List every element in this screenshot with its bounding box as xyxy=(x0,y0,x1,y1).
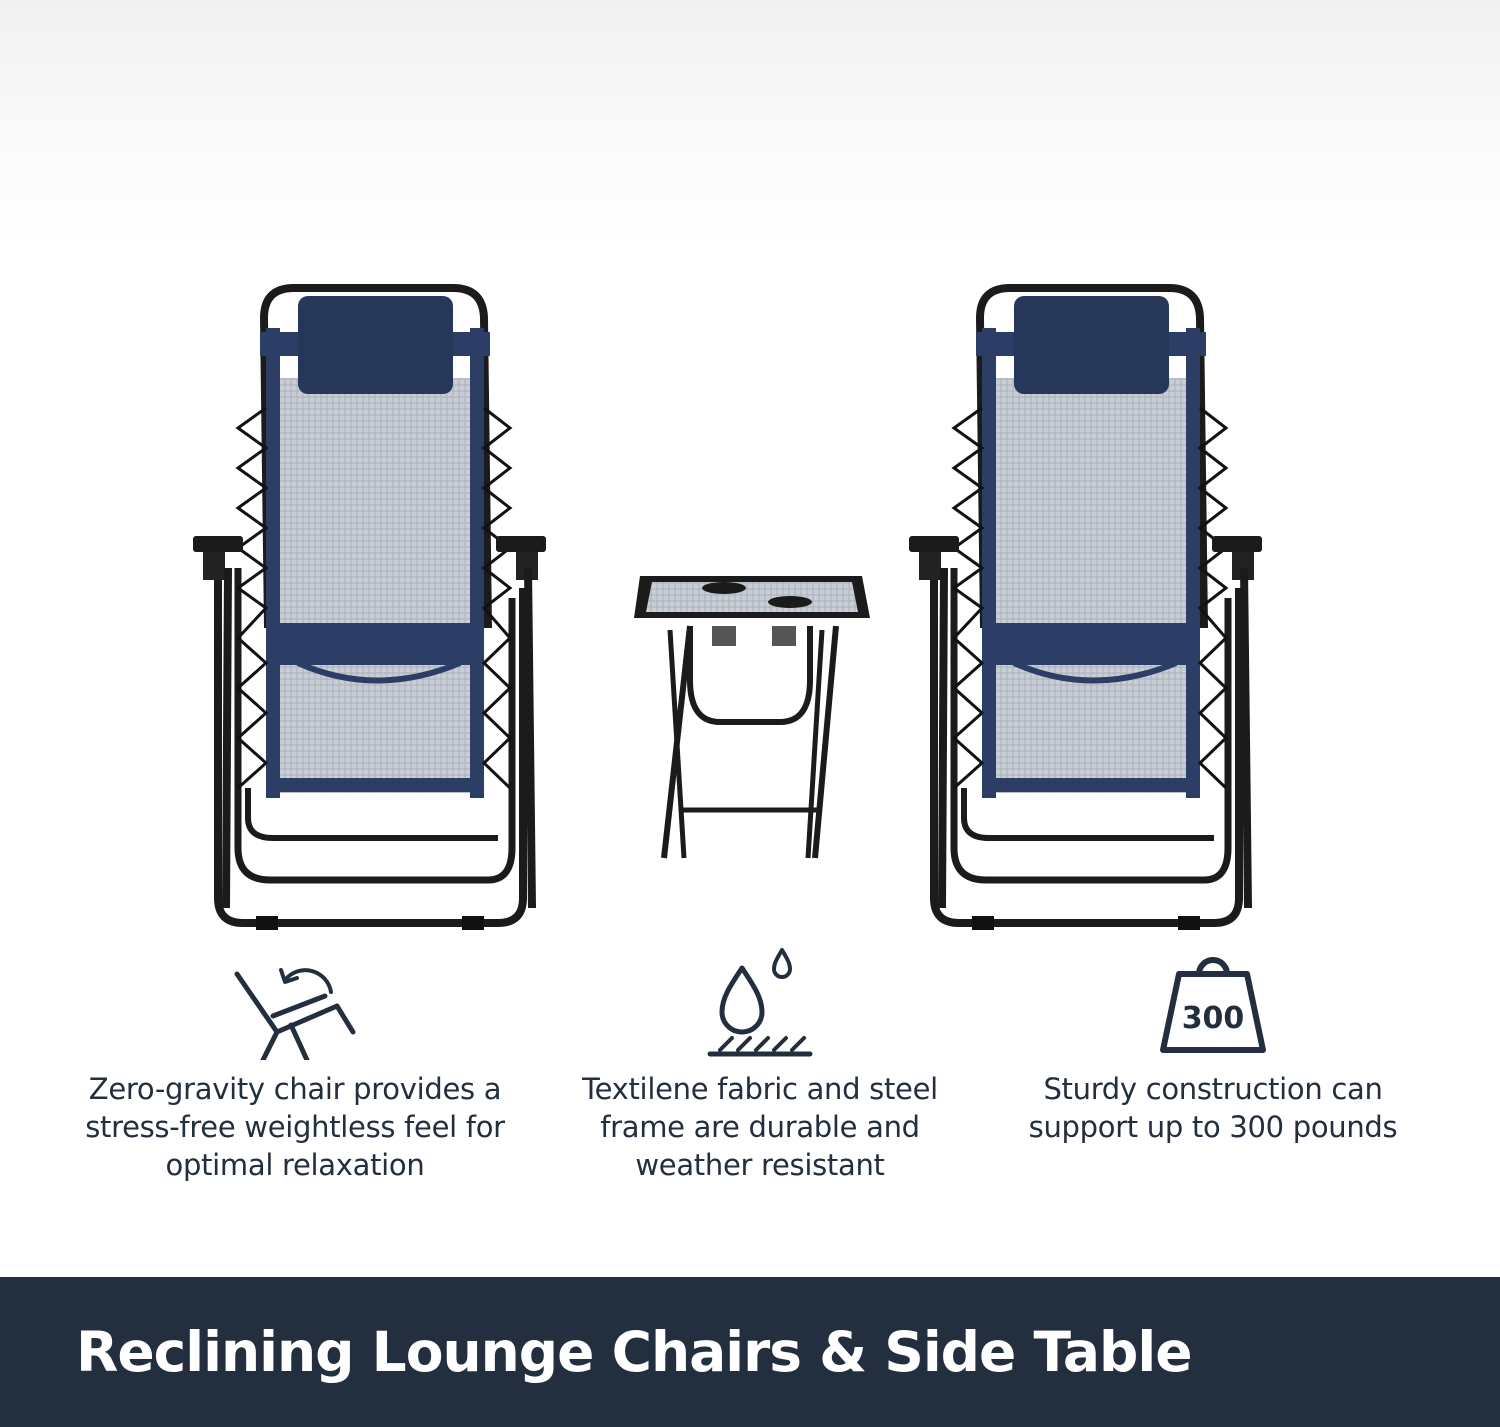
feature-caption-weather: Textilene fabric and steel frame are dur… xyxy=(582,1072,938,1182)
feature-weight-capacity: 300 Sturdy construction can support up t… xyxy=(993,930,1433,1146)
title-banner: Reclining Lounge Chairs & Side Table xyxy=(0,1277,1500,1427)
banner-title: Reclining Lounge Chairs & Side Table xyxy=(76,1320,1193,1384)
left-chair xyxy=(193,288,546,930)
water-drop-icon xyxy=(707,948,813,1057)
recline-chair-icon xyxy=(234,968,356,1060)
feature-caption-weight: Sturdy construction can support up to 30… xyxy=(1028,1072,1398,1144)
right-chair xyxy=(909,288,1262,930)
side-table xyxy=(634,576,870,859)
background-fade xyxy=(0,0,1500,250)
product-photo xyxy=(0,250,1500,940)
weight-icon: 300 xyxy=(1160,957,1266,1053)
feature-caption-zero-gravity: Zero-gravity chair provides a stress-fre… xyxy=(85,1072,505,1182)
feature-weather-resistant: Textilene fabric and steel frame are dur… xyxy=(540,930,980,1184)
weight-label: 300 xyxy=(1182,1001,1245,1036)
feature-zero-gravity: Zero-gravity chair provides a stress-fre… xyxy=(75,930,515,1184)
